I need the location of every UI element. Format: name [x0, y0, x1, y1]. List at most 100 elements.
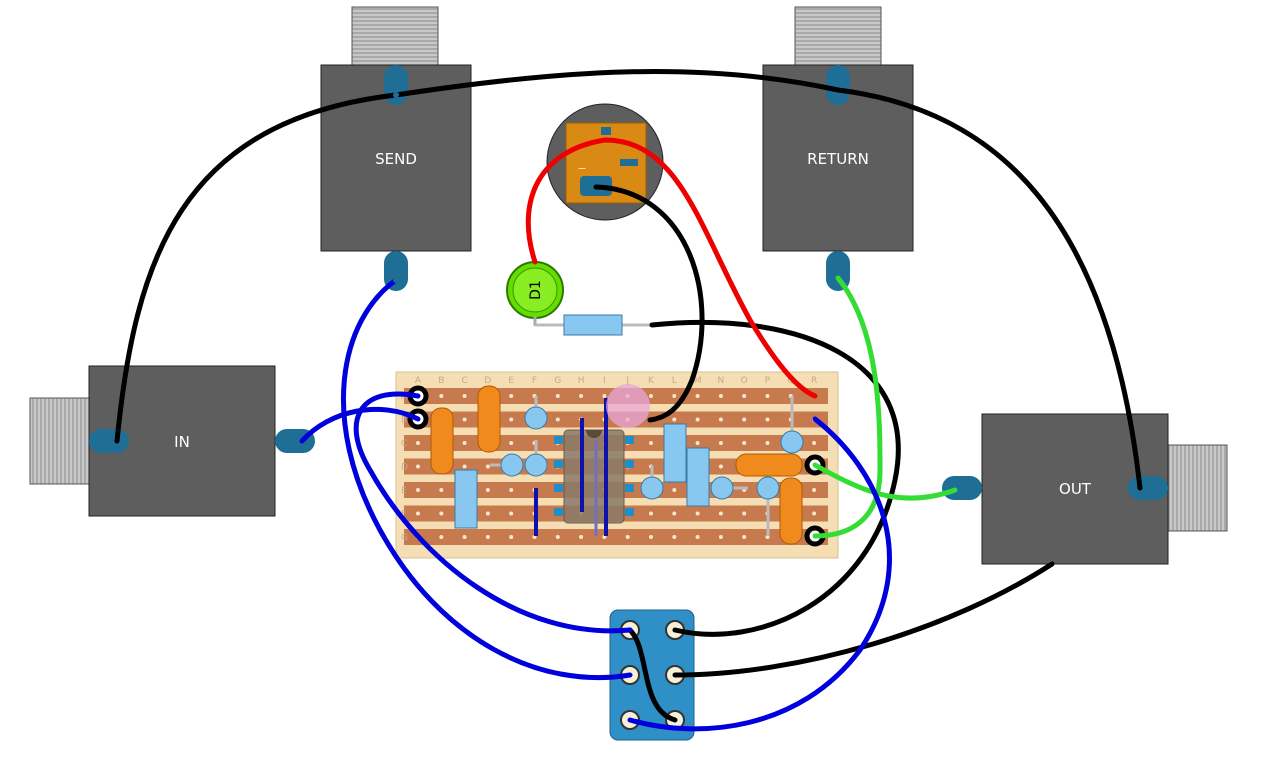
column-label: Q — [787, 376, 794, 386]
board-resistor — [663, 423, 687, 483]
out-jack: OUT — [942, 413, 1228, 565]
row-label: D — [401, 463, 408, 473]
return-jack: RETURN — [762, 6, 914, 291]
strip-hole — [509, 441, 514, 445]
strip-hole — [509, 394, 514, 398]
strip-hole — [742, 417, 747, 422]
strip-hole — [742, 394, 747, 398]
strip-hole — [695, 511, 700, 516]
in-jack-lug-left — [89, 429, 129, 453]
column-label: E — [508, 376, 514, 386]
out-jack-label: OUT — [1059, 480, 1092, 498]
send-jack-lug-top — [384, 65, 408, 105]
led-d1: D1 — [506, 261, 564, 326]
row-label: E — [401, 486, 407, 496]
strip-hole — [672, 488, 677, 492]
column-label: A — [415, 376, 422, 386]
ic-chip — [563, 429, 625, 524]
board-resistor — [454, 469, 478, 529]
strip-hole — [718, 464, 723, 469]
strip-hole — [462, 535, 467, 539]
strip-hole — [812, 511, 817, 516]
strip-hole — [765, 417, 770, 422]
out-jack-lug-left — [942, 476, 982, 500]
strip-hole — [742, 511, 747, 516]
row-label: G — [401, 533, 408, 543]
column-label: K — [648, 376, 655, 386]
send-lug-bottom-dot — [393, 277, 399, 283]
strip-hole — [462, 441, 467, 445]
strip-hole — [439, 488, 444, 492]
board-ceramic-cap — [640, 465, 664, 500]
column-label: C — [461, 376, 467, 386]
column-label: M — [694, 376, 702, 386]
strip-hole — [649, 394, 653, 398]
ic-pin — [625, 436, 634, 444]
led-resistor-body — [563, 314, 623, 336]
wires — [114, 69, 1143, 732]
in-jack-label: IN — [174, 433, 190, 451]
strip-hole — [718, 394, 723, 398]
ic-pin — [554, 460, 563, 468]
board-ceramic-cap — [524, 440, 548, 477]
column-label: B — [438, 376, 444, 386]
led-resistor — [535, 314, 652, 336]
strip-hole — [672, 535, 677, 539]
strip-hole — [555, 535, 560, 539]
strip-hole — [649, 535, 653, 539]
strip-hole — [695, 394, 700, 398]
column-label: R — [811, 376, 817, 386]
strip-hole — [462, 417, 467, 422]
column-label: H — [578, 376, 585, 386]
strip-hole — [462, 394, 467, 398]
wire-black-ground-bus — [114, 69, 1143, 491]
strip-hole — [649, 511, 653, 516]
return-jack-lug-top — [826, 65, 850, 105]
board-capacitor — [779, 477, 803, 545]
return-jack-label: RETURN — [807, 150, 869, 168]
strip-hole — [485, 535, 490, 539]
wire-black-switch-link — [627, 627, 678, 723]
dc-jack-pin-side — [620, 159, 638, 166]
row-label: A — [401, 392, 408, 402]
strip-hole — [509, 488, 514, 492]
column-label: D — [484, 376, 491, 386]
board-ceramic-cap — [756, 476, 780, 536]
led-label: D1 — [528, 280, 544, 300]
send-jack: SEND — [320, 6, 472, 291]
strip-hole — [765, 441, 770, 445]
strip-hole — [765, 394, 770, 398]
column-label: I — [603, 376, 606, 386]
strip-hole — [416, 464, 420, 469]
ic-pin — [625, 460, 634, 468]
column-label: J — [625, 376, 629, 386]
strip-hole — [695, 441, 700, 445]
board-pink-disc — [606, 384, 650, 428]
strip-hole — [416, 441, 420, 445]
column-label: N — [718, 376, 725, 386]
strip-hole — [579, 535, 584, 539]
strip-hole — [439, 394, 444, 398]
return-jack-lug-bottom — [826, 251, 850, 291]
strip-hole — [462, 464, 467, 469]
copper-strip — [404, 529, 828, 545]
wire-blue-return-loop — [627, 416, 892, 732]
strip-hole — [695, 535, 700, 539]
return-jack-thread — [794, 6, 882, 68]
board-ceramic-cap — [490, 453, 524, 477]
strip-hole — [509, 417, 514, 422]
column-label: G — [554, 376, 561, 386]
strip-hole — [485, 511, 490, 516]
strip-hole — [485, 464, 490, 469]
send-jack-label: SEND — [375, 150, 417, 168]
strip-hole — [812, 441, 817, 445]
board-components — [407, 384, 826, 547]
strip-hole — [602, 394, 607, 398]
wire-green-return — [812, 275, 883, 539]
strip-hole — [416, 488, 420, 492]
out-jack-lug-right — [1128, 476, 1168, 500]
strip-hole — [509, 511, 514, 516]
wire-ends — [393, 92, 399, 283]
wire-red-power — [525, 137, 818, 399]
strip-hole — [742, 535, 747, 539]
